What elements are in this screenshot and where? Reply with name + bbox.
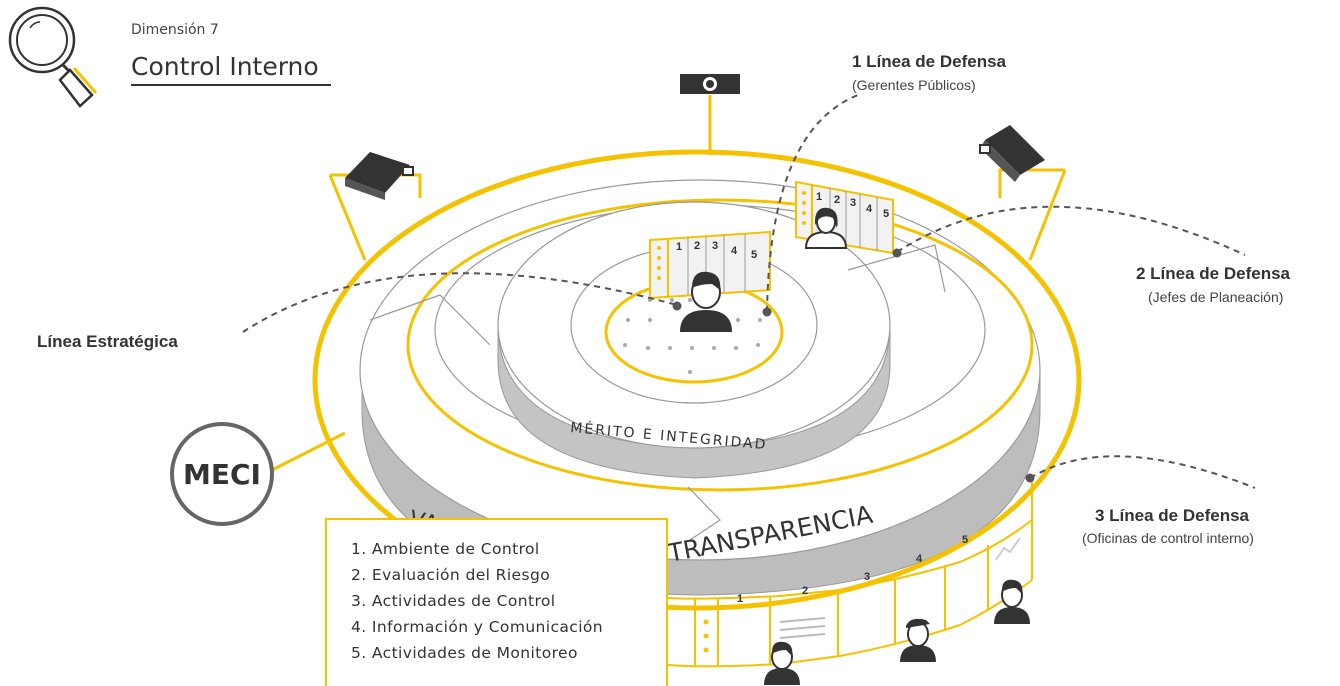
person-center-icon <box>680 271 732 332</box>
outer-wall-panel-number: 2 <box>802 585 808 597</box>
second-line-title: 2 Línea de Defensa <box>1136 264 1291 283</box>
person-wall-2-icon <box>900 618 936 662</box>
outer-wall-dots <box>703 605 709 653</box>
legend-item: 2. Evaluación del Riesgo <box>351 566 551 584</box>
first-line-panel-number: 4 <box>866 203 873 215</box>
first-line-panel-number: 5 <box>883 208 889 220</box>
legend-item: 4. Información y Comunicación <box>351 618 604 636</box>
camera-top-icon <box>680 74 740 94</box>
magnifier-icon <box>8 6 98 108</box>
components-legend: 1. Ambiente de Control 2. Evaluación del… <box>325 518 668 686</box>
center-panel <box>649 230 771 300</box>
person-first-line-icon <box>804 207 848 249</box>
leader-dots <box>672 248 1035 483</box>
third-line-subtitle: (Oficinas de control interno) <box>1082 530 1254 546</box>
center-panel-number: 2 <box>694 240 700 252</box>
first-line-panel-number: 3 <box>850 197 856 209</box>
outer-wall-panel-number: 4 <box>916 553 923 565</box>
legend-item: 1. Ambiente de Control <box>351 540 540 558</box>
trend-icon <box>995 537 1021 561</box>
center-panel-number: 4 <box>731 245 738 257</box>
camera-left-icon <box>345 152 414 200</box>
outer-wall-panels <box>667 480 1033 668</box>
outer-wall-panel-number: 3 <box>864 571 870 583</box>
third-line-title: 3 Línea de Defensa <box>1095 506 1250 525</box>
outer-wall-panel-number: 5 <box>962 534 968 546</box>
meci-badge: MECI <box>170 422 274 526</box>
sector-lines <box>369 244 946 541</box>
legend-item: 5. Actividades de Monitoreo <box>351 644 578 662</box>
center-panel-number: 5 <box>751 249 757 261</box>
leader-lines <box>242 94 1256 489</box>
doc-lines-icon <box>779 617 826 639</box>
second-line-subtitle: (Jefes de Planeación) <box>1148 289 1284 305</box>
first-line-panel-number: 1 <box>816 191 822 203</box>
person-wall-1-icon <box>764 641 800 685</box>
strategic-line-title: Línea Estratégica <box>37 332 178 351</box>
camera-right-icon <box>979 125 1045 182</box>
outer-wall-panel-number: 1 <box>737 593 743 605</box>
legend-item: 3. Actividades de Control <box>351 592 556 610</box>
first-line-subtitle: (Gerentes Públicos) <box>852 77 976 93</box>
center-dots <box>623 298 762 374</box>
center-panel-number: 3 <box>712 240 718 252</box>
first-line-panel-number: 2 <box>834 194 840 206</box>
center-panel-number: 1 <box>676 241 682 253</box>
page-title: Control Interno <box>131 50 331 86</box>
first-line-title: 1 Línea de Defensa <box>852 52 1007 71</box>
person-wall-3-icon <box>994 579 1030 624</box>
dimension-label: Dimensión 7 <box>131 22 219 38</box>
